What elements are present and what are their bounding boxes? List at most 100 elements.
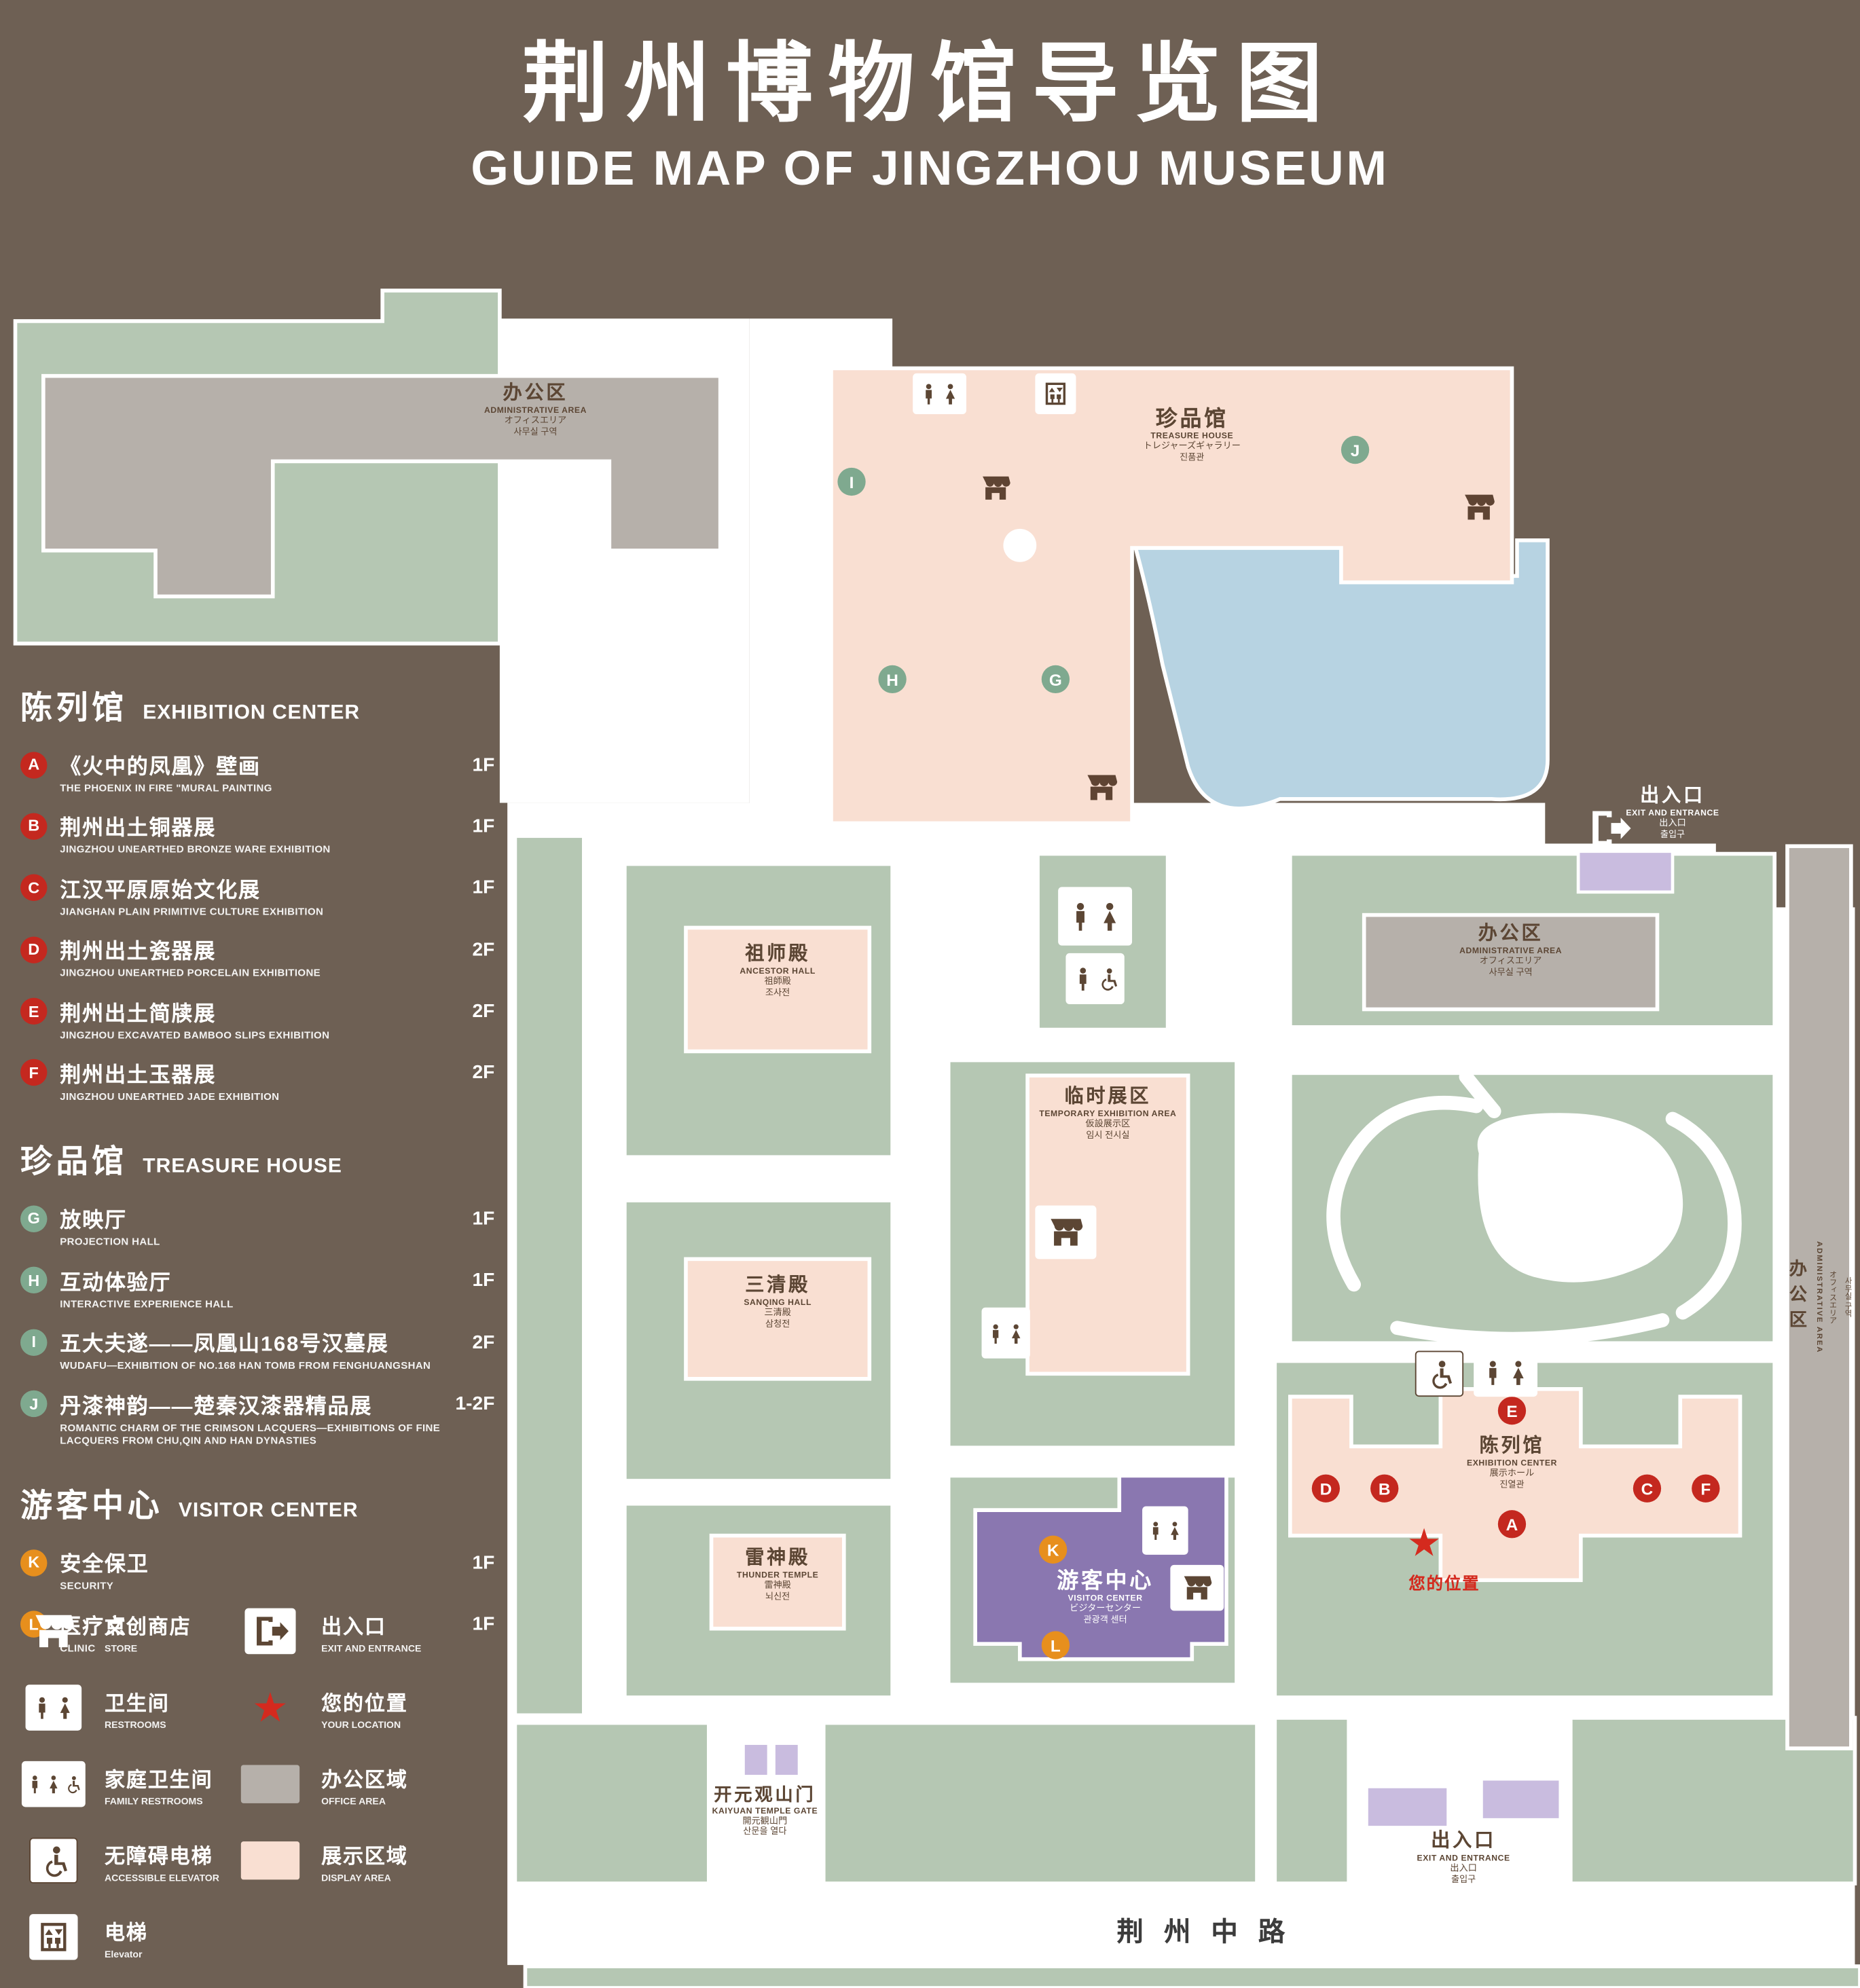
garden-path-west [1326, 1095, 1484, 1292]
admin-strip-label: 办公区 ADMINISTRATIVE AREA オフィスエリア 사무실 구역 [1787, 846, 1851, 1748]
admin-strip-ja: オフィスエリア [1827, 1270, 1836, 1325]
lawn-south-mid [821, 1720, 1259, 1885]
ancestor-ko: 조사전 [765, 988, 790, 997]
exit-south-ja: 出入口 [1450, 1864, 1477, 1873]
legend-your-location: ★ 您的位置 YOUR LOCATION [237, 1685, 505, 1731]
exhibition-ko: 진열관 [1499, 1480, 1525, 1490]
hall-floor: 2F [472, 938, 495, 961]
section-treasure-house: 珍品馆 TREASURE HOUSE G 放映厅 1F PROJECTION H… [20, 1137, 503, 1448]
gate-cn: 开元观山门 [714, 1784, 816, 1805]
hall-floor: 1F [472, 815, 495, 837]
gate-en: KAIYUAN TEMPLE GATE [712, 1806, 818, 1816]
sanqing-cn: 三清殿 [745, 1274, 811, 1296]
legend-label-cn: 展示区域 [321, 1845, 408, 1868]
hall-name-en: JINGZHOU EXCAVATED BAMBOO SLIPS EXHIBITI… [60, 1029, 330, 1041]
map-marker-h: H [878, 665, 907, 694]
gate-ja: 開元観山門 [742, 1816, 788, 1826]
thunder-temple-label: 雷神殿 THUNDER TEMPLE 雷神殿 뇌신전 [737, 1547, 818, 1604]
hall-name-en: PROJECTION HALL [60, 1236, 160, 1249]
page-title: 荆州博物馆导览图 [522, 35, 1338, 133]
legend-label-en: EXIT AND ENTRANCE [321, 1642, 422, 1654]
accessible-elevator-icon [1415, 1350, 1464, 1397]
entrance-pad-south-1 [1365, 1785, 1450, 1829]
admin-nw-cn: 办公区 [503, 382, 568, 404]
restroom-icon [1142, 1506, 1188, 1555]
map-marker-f: F [1692, 1474, 1720, 1503]
legend-restrooms: 卫生间 RESTROOMS [20, 1685, 234, 1731]
legend-family-restrooms: 家庭卫生间 FAMILY RESTROOMS [20, 1761, 234, 1807]
exhibition-center-label: 陈列馆 EXHIBITION CENTER 展示ホール 진열관 [1467, 1435, 1557, 1491]
hall-list-item: A 《火中的凤凰》壁画 1F THE PHOENIX IN FIRE "MURA… [20, 750, 503, 796]
admin-nw-ko: 사무실 구역 [513, 427, 558, 437]
legend-label-en: OFFICE AREA [321, 1794, 386, 1807]
hall-letter-badge: J [20, 1390, 48, 1418]
hall-list-item: D 荆州出土瓷器展 2F JINGZHOU UNEARTHED PORCELAI… [20, 934, 503, 980]
map-marker-a: A [1497, 1510, 1527, 1539]
garden-path-south [1390, 1313, 1670, 1346]
sanqing-hall-label: 三清殿 SANQING HALL 三清殿 삼청전 [744, 1274, 812, 1331]
legend-label-en: Elevator [104, 1947, 143, 1959]
hall-name-cn: 荆州出土玉器展 [60, 1064, 217, 1087]
admin-east-ko: 사무실 구역 [1489, 968, 1533, 977]
visitor-cn: 游客中心 [1057, 1568, 1154, 1594]
restroom-icon [913, 373, 966, 414]
entrance-pad-south-2 [1480, 1777, 1563, 1822]
restroom-icon [981, 1307, 1030, 1359]
gate-pillar-east [772, 1742, 801, 1778]
store-icon [1456, 487, 1502, 528]
hall-letter-badge: C [20, 875, 48, 902]
building-admin-nw [41, 373, 723, 599]
section-title-cn: 游客中心 [20, 1488, 164, 1525]
hall-list-item: J 丹漆神韵——楚秦汉漆器精品展 1-2F ROMANTIC CHARM OF … [20, 1388, 503, 1448]
legend-label-cn: 无障碍电梯 [104, 1845, 213, 1868]
section-title-cn: 陈列馆 [20, 691, 128, 726]
hall-floor: 2F [472, 1000, 495, 1023]
building-ancestor-hall [684, 925, 872, 1054]
map-marker-k: K [1038, 1535, 1068, 1564]
treasure-ja: トレジャーズギャラリー [1143, 442, 1241, 452]
exit-south-label: 出入口 EXIT AND ENTRANCE 出入口 출입구 [1417, 1830, 1510, 1886]
hall-floor: 1-2F [455, 1393, 495, 1415]
hall-floor: 1F [472, 1551, 495, 1574]
admin-east-label: 办公区 ADMINISTRATIVE AREA オフィスエリア 사무실 구역 [1459, 923, 1562, 979]
section-visitor-center: 游客中心 VISITOR CENTER K 安全保卫 1F SECURITY L… [20, 1481, 503, 1656]
legend-label-en: DISPLAY AREA [321, 1871, 391, 1883]
legend-label-cn: 办公区域 [321, 1769, 408, 1791]
your-location-label: 您的位置 [1408, 1573, 1480, 1594]
section-title-en: TREASURE HOUSE [143, 1156, 342, 1178]
building-exhibition-center [1288, 1387, 1743, 1583]
admin-nw-en: ADMINISTRATIVE AREA [484, 406, 587, 416]
section-title-en: VISITOR CENTER [178, 1500, 359, 1522]
elevator-icon [1035, 373, 1076, 414]
temp-en: TEMPORARY EXHIBITION AREA [1039, 1109, 1177, 1119]
lawn-south-sliver [1273, 1716, 1351, 1885]
hall-letter-badge: I [20, 1328, 48, 1356]
section-header: 游客中心 VISITOR CENTER [20, 1481, 503, 1528]
hall-letter-badge: F [20, 1059, 48, 1086]
store-icon [1170, 1564, 1224, 1611]
legend-column-left: 文创商店 STORE 卫生间 RESTROOMS 家庭卫生间 [20, 1608, 234, 1988]
garden-path-east [1665, 1111, 1742, 1320]
admin-nw-ja: オフィスエリア [504, 416, 567, 426]
ancestor-en: ANCESTOR HALL [740, 967, 816, 976]
temporary-exhibition-label: 临时展区 TEMPORARY EXHIBITION AREA 仮設展示区 임시 … [1039, 1086, 1176, 1142]
hall-name-cn: 五大夫遂——凤凰山168号汉墓展 [60, 1333, 389, 1357]
sanqing-ko: 삼청전 [765, 1319, 790, 1329]
restroom-icon [20, 1685, 87, 1731]
hall-name-en: JIANGHAN PLAIN PRIMITIVE CULTURE EXHIBIT… [60, 906, 324, 917]
display-area-swatch [237, 1841, 304, 1880]
visitor-ja: ビジターセンター [1070, 1604, 1142, 1614]
office-area-swatch [237, 1765, 304, 1803]
store-icon [974, 469, 1017, 507]
legend-elevator: 电梯 Elevator [20, 1914, 234, 1960]
admin-nw-label: 办公区 ADMINISTRATIVE AREA オフィスエリア 사무실 구역 [484, 382, 587, 439]
hall-floor: 2F [472, 1331, 495, 1353]
hall-list-item: G 放映厅 1F PROJECTION HALL [20, 1203, 503, 1249]
section-header: 陈列馆 EXHIBITION CENTER [20, 683, 503, 729]
section-title-cn: 珍品馆 [20, 1145, 128, 1181]
hall-name-cn: 江汉平原原始文化展 [60, 879, 261, 902]
gate-pillar-west [742, 1742, 771, 1778]
thunder-cn: 雷神殿 [745, 1547, 811, 1569]
